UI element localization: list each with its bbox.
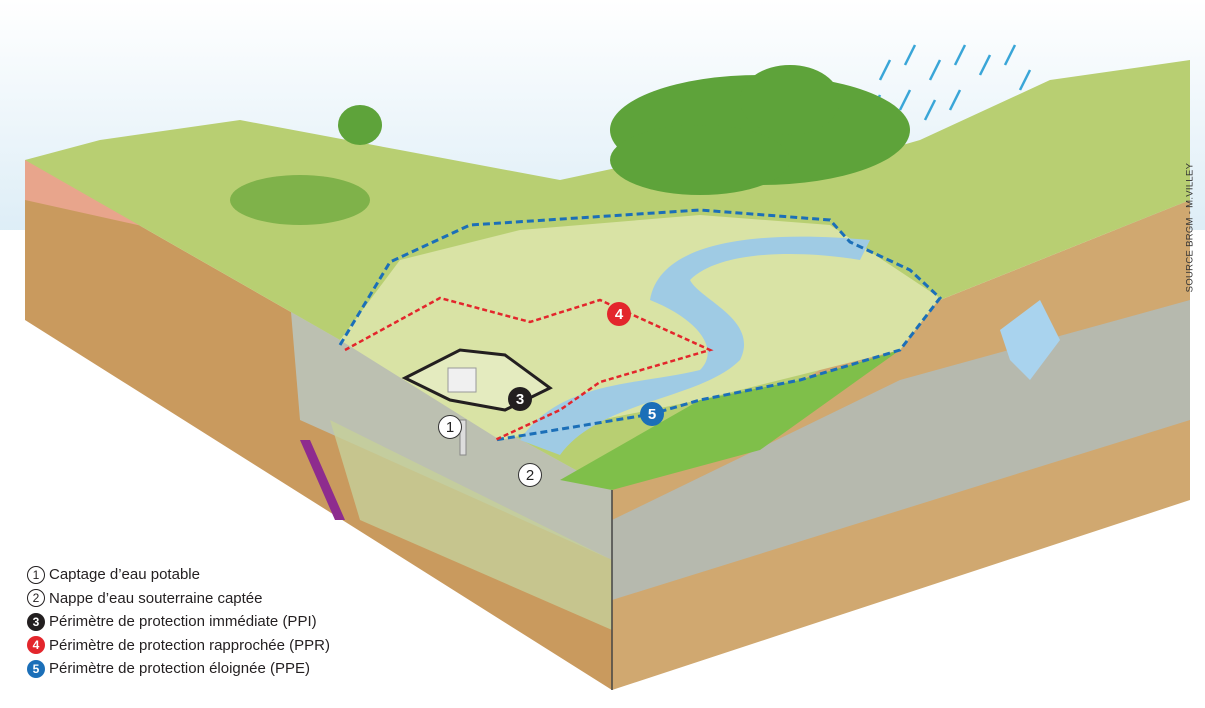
legend: 1 Captage d’eau potable 2 Nappe d’eau so… — [27, 563, 330, 681]
marker-4: 4 — [607, 302, 631, 326]
marker-3: 3 — [508, 387, 532, 411]
marker-2: 2 — [518, 463, 542, 487]
legend-label: Périmètre de protection rapprochée (PPR) — [49, 636, 330, 654]
legend-label: Périmètre de protection immédiate (PPI) — [49, 613, 317, 631]
well-icon — [459, 419, 467, 456]
green-layer-left — [330, 420, 612, 630]
legend-number: 5 — [27, 659, 45, 678]
marker-5: 5 — [640, 402, 664, 426]
forest — [230, 65, 910, 225]
green-meadow — [560, 350, 900, 490]
legend-item: 5 Périmètre de protection éloignée (PPE) — [27, 657, 330, 681]
source-credit: SOURCE BRGM - M.VILLEY — [1184, 162, 1196, 293]
legend-item: 2 Nappe d’eau souterraine captée — [27, 587, 330, 611]
legend-item: 3 Périmètre de protection immédiate (PPI… — [27, 610, 330, 634]
legend-item: 4 Périmètre de protection rapprochée (PP… — [27, 634, 330, 658]
legend-label: Nappe d’eau souterraine captée — [49, 589, 263, 607]
legend-item: 1 Captage d’eau potable — [27, 563, 330, 587]
purple-vein — [300, 440, 345, 520]
karst-cavity — [1000, 80, 1160, 380]
legend-number: 2 — [27, 589, 45, 608]
legend-label: Périmètre de protection éloignée (PPE) — [49, 660, 310, 678]
legend-number: 1 — [27, 565, 45, 584]
aquifer-layer-right — [612, 300, 1190, 600]
marker-1: 1 — [438, 415, 462, 439]
ppr-perimeter — [344, 296, 714, 442]
legend-number: 3 — [27, 612, 45, 631]
ppe-perimeter — [338, 208, 943, 442]
rain-icon — [868, 44, 1032, 151]
river — [520, 236, 870, 455]
legend-number: 4 — [27, 636, 45, 655]
pumping-station-icon — [447, 367, 477, 393]
legend-label: Captage d’eau potable — [49, 566, 200, 584]
